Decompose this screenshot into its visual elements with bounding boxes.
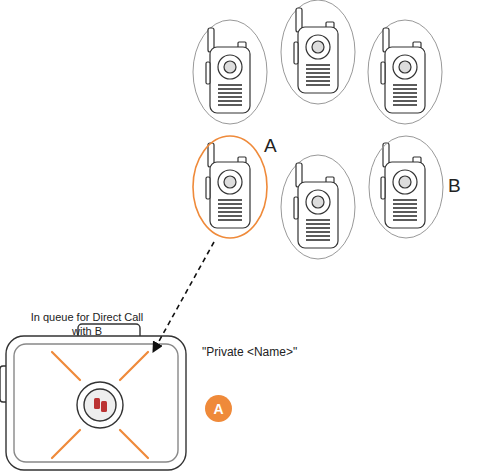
voice-prompt: "Private <Name>" [202, 345, 362, 360]
ellipse-outline [192, 135, 268, 239]
walkie-talkie [381, 143, 425, 228]
radio-outline: B [368, 135, 444, 239]
callout-badge: A [205, 395, 232, 422]
walkie-talkie [281, 0, 355, 104]
radio-outline: A [192, 135, 268, 239]
orange-cross [52, 352, 148, 458]
ellipse-outline [368, 135, 444, 239]
walkie-talkie [206, 143, 250, 228]
dashed-arrow [153, 242, 214, 352]
callout-note: In queue for Direct Call with B [22, 311, 152, 339]
walkie-talkie [193, 20, 267, 124]
radio-letter: A [264, 135, 277, 157]
callout-letter: A [213, 401, 223, 417]
radio-top-view [0, 324, 186, 470]
walkie-talkie [368, 20, 442, 124]
walkie-talkie [281, 155, 355, 259]
radio-letter: B [448, 175, 461, 197]
radio-figures [193, 0, 442, 259]
